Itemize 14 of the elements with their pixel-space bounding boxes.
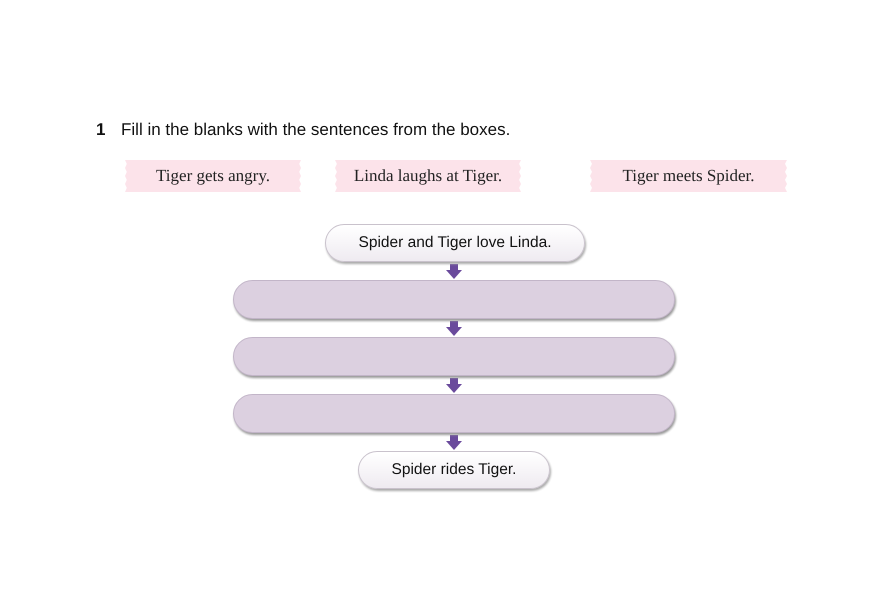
answer-box bbox=[233, 280, 675, 319]
question-number: 1 bbox=[96, 120, 106, 140]
arrow bbox=[446, 435, 462, 450]
answer-box bbox=[233, 337, 675, 376]
answer-choice-strip: Tiger gets angry. bbox=[125, 160, 301, 192]
answer-box bbox=[233, 394, 675, 433]
story-step-box: Spider rides Tiger. bbox=[358, 451, 550, 489]
answer-choice-strip: Tiger meets Spider. bbox=[590, 160, 787, 192]
arrow bbox=[446, 264, 462, 279]
answer-choice-strip: Linda laughs at Tiger. bbox=[335, 160, 521, 192]
arrow bbox=[446, 321, 462, 336]
arrow bbox=[446, 378, 462, 393]
instruction-text: Fill in the blanks with the sentences from the boxes. bbox=[121, 120, 510, 140]
story-step-box: Spider and Tiger love Linda. bbox=[325, 224, 585, 262]
